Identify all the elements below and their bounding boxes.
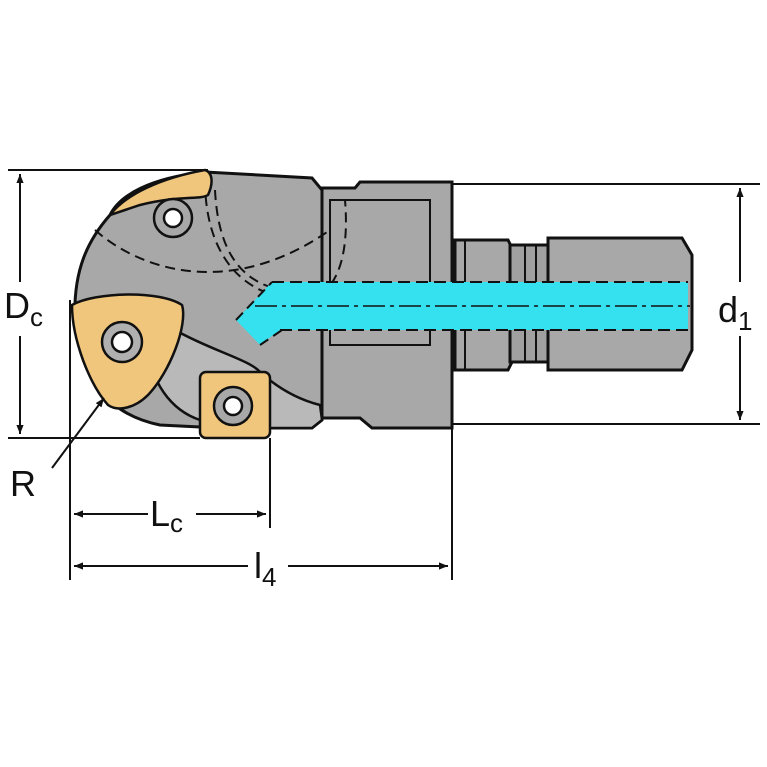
dimension-r-leader [51, 397, 105, 469]
round-insert-screw [110, 330, 134, 354]
label-d1-main: d [718, 289, 738, 330]
dimension-d1 [452, 183, 760, 425]
label-d1-sub: 1 [738, 306, 752, 336]
label-d1: d1 [718, 289, 753, 336]
square-insert-screw [222, 395, 244, 417]
top-insert [106, 168, 213, 239]
label-lc: Lc [150, 493, 183, 538]
round-insert [70, 293, 185, 410]
label-l4-main: l [254, 545, 262, 586]
square-insert [198, 370, 272, 440]
dimension-lc [69, 300, 271, 580]
dimension-l4 [74, 428, 453, 580]
label-dc-main: D [4, 285, 30, 326]
label-lc-sub: c [170, 508, 183, 538]
label-dc: Dc [4, 285, 43, 332]
label-lc-main: L [150, 493, 170, 534]
label-l4-sub: 4 [262, 562, 276, 592]
dimension-dc [8, 169, 208, 439]
flange-flat [329, 199, 431, 346]
coolant-channel [235, 281, 690, 346]
label-l4: l4 [254, 545, 276, 592]
label-dc-sub: c [30, 302, 43, 332]
label-r: R [10, 463, 36, 504]
top-screw [162, 207, 184, 229]
